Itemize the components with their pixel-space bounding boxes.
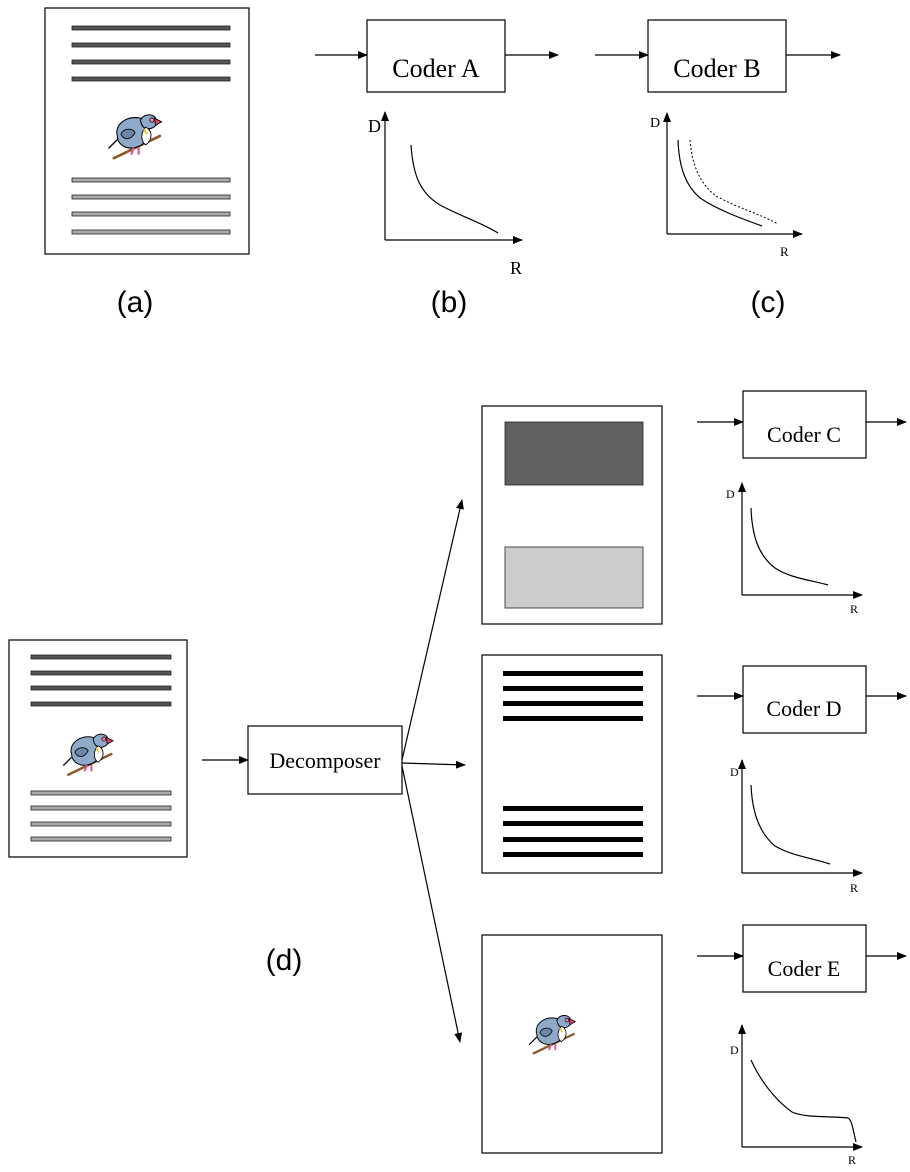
- panel-label-c: (c): [751, 286, 786, 319]
- panel-label-a: (a): [117, 286, 154, 319]
- document-d-light-text-lines: [30, 790, 172, 842]
- coder-e-box: [742, 924, 867, 993]
- coder-a-label: Coder A: [392, 54, 480, 83]
- rd-coder-d-curve: [750, 784, 831, 865]
- coder-d-block: Coder D: [697, 665, 907, 734]
- coder-c-box: [742, 390, 867, 459]
- layer-text: [481, 654, 663, 874]
- rd-c-curve-solid: [677, 139, 763, 227]
- coder-b-box: [647, 19, 787, 93]
- coder-b-block: Coder B: [595, 19, 841, 93]
- rd-coder-e-r-label: R: [848, 1153, 856, 1167]
- document-a-dark-text-lines: [71, 25, 231, 82]
- dark-block: [504, 421, 644, 486]
- rd-c-curve-dotted: [689, 139, 779, 225]
- rd-curve-coder-c: D R: [726, 482, 863, 616]
- rd-curve-b: D R: [368, 111, 523, 278]
- decomposer-arrow-to-e: [401, 765, 463, 1043]
- rd-coder-e-curve: [750, 1059, 857, 1143]
- rd-c-d-label: D: [650, 116, 660, 131]
- rd-coder-c-r-label: R: [850, 602, 858, 616]
- layer-text-lines: [503, 671, 643, 857]
- layer-text-frame: [481, 654, 663, 874]
- rd-curve-c: D R: [650, 112, 803, 259]
- light-block: [504, 546, 644, 609]
- coder-d-box: [742, 665, 867, 734]
- coder-a-block: Coder A: [315, 19, 559, 93]
- coder-e-label: Coder E: [768, 956, 841, 981]
- decomposer-arrow-to-c: [401, 499, 464, 761]
- rd-b-d-label: D: [368, 116, 381, 136]
- panel-label-b: (b): [431, 286, 468, 319]
- rd-coder-d-d-label: D: [730, 765, 739, 779]
- coder-c-block: Coder C: [697, 390, 907, 459]
- coder-a-box: [366, 19, 506, 93]
- document-a: [44, 7, 250, 255]
- document-d-source: [8, 639, 188, 858]
- rd-curve-coder-d: D R: [730, 759, 863, 895]
- document-d-dark-text-lines: [30, 654, 172, 707]
- coder-e-block: Coder E: [697, 924, 907, 993]
- rd-coder-c-d-label: D: [726, 487, 735, 501]
- rd-curve-coder-e: D R: [730, 1024, 863, 1167]
- rd-c-r-label: R: [780, 244, 789, 259]
- rd-coder-c-curve: [750, 507, 829, 586]
- rd-coder-d-r-label: R: [850, 881, 858, 895]
- decomposer-block: Decomposer: [202, 499, 466, 1043]
- coder-b-label: Coder B: [673, 54, 760, 83]
- document-a-light-text-lines: [71, 177, 231, 235]
- decomposer-box: [247, 725, 403, 795]
- rd-b-curve: [410, 144, 499, 234]
- decomposer-label: Decomposer: [269, 748, 381, 773]
- coder-c-label: Coder C: [767, 422, 841, 447]
- rd-b-r-label: R: [510, 258, 522, 278]
- layer-picture: [481, 934, 663, 1154]
- coder-d-label: Coder D: [766, 696, 841, 721]
- rd-coder-e-d-label: D: [730, 1043, 739, 1057]
- panel-label-d: (d): [266, 944, 303, 977]
- layer-background: [481, 405, 663, 625]
- layer-picture-frame: [481, 934, 663, 1154]
- decomposer-arrow-to-d: [401, 760, 466, 769]
